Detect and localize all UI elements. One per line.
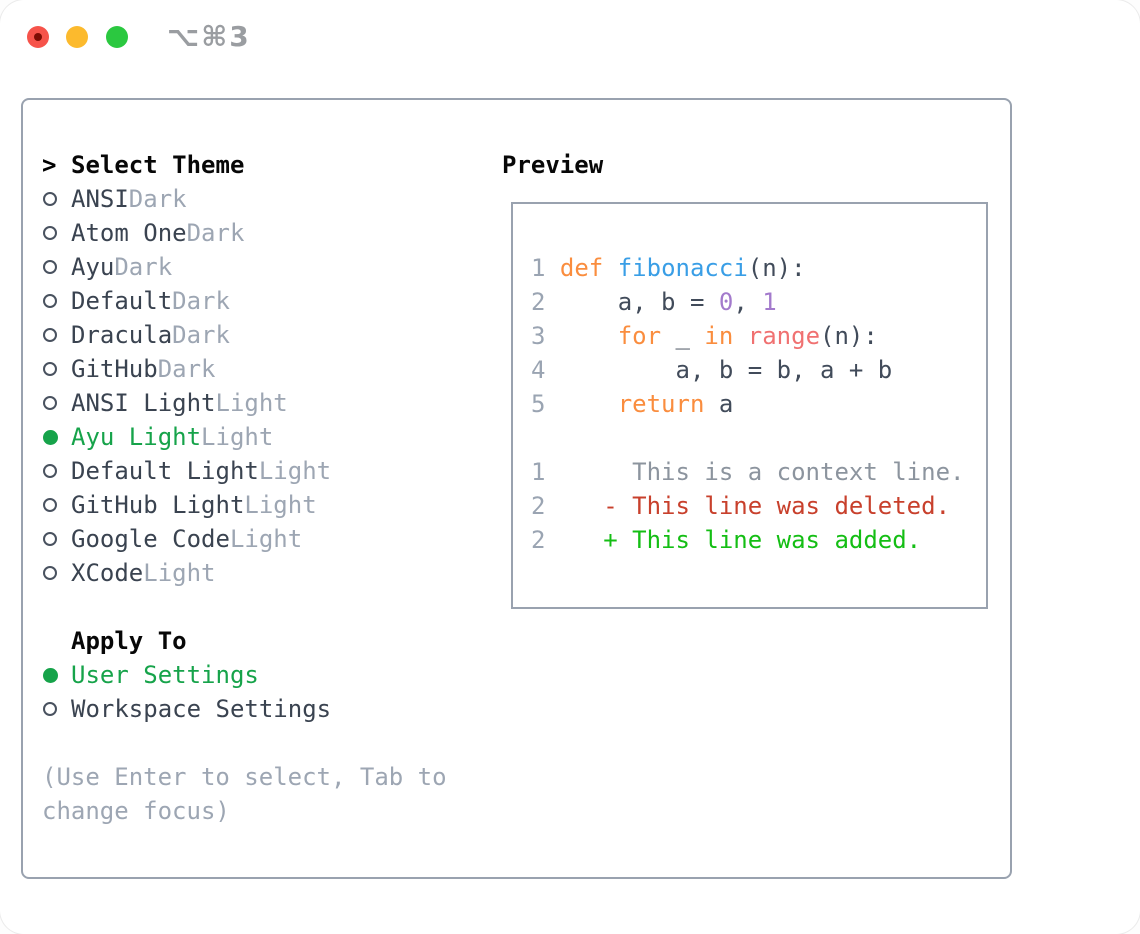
preview-code-line: 3 for _ in range(n): (531, 322, 878, 350)
section-title-preview: Preview (502, 151, 604, 179)
close-button[interactable] (27, 26, 49, 48)
radio-icon (43, 328, 57, 342)
titlebar: ⌥⌘3 (0, 0, 1140, 74)
radio-icon (43, 532, 57, 546)
theme-item[interactable]: Default Light Light (42, 454, 447, 488)
focus-prompt-icon: > (42, 151, 57, 179)
option-label: Google Code (71, 525, 230, 553)
option-variant-label: Dark (114, 253, 173, 281)
theme-item[interactable]: ANSI Light Light (42, 386, 447, 420)
theme-item[interactable]: Ayu Dark (42, 250, 447, 284)
option-label: Workspace Settings (71, 695, 332, 723)
hint-line-1: (Use Enter to select, Tab to (42, 763, 447, 791)
spacer-row (42, 590, 447, 624)
option-variant-label: Dark (172, 287, 230, 315)
theme-item[interactable]: XCode Light (42, 556, 447, 590)
preview-header: Preview (502, 148, 603, 182)
apply-option[interactable]: User Settings (42, 658, 447, 692)
zoom-button[interactable] (106, 26, 128, 48)
option-label: Default (71, 287, 173, 315)
option-variant-label: Light (215, 389, 288, 417)
option-label: User Settings (71, 661, 259, 689)
option-variant-label: Dark (157, 355, 216, 383)
radio-icon (43, 702, 57, 716)
preview-code-line: 1 This is a context line. (531, 458, 965, 486)
radio-icon (43, 260, 57, 274)
preview-code-line: 2 - This line was deleted. (531, 492, 951, 520)
radio-icon (43, 226, 57, 240)
theme-item[interactable]: GitHub Dark (42, 352, 447, 386)
option-label: ANSI Light (71, 389, 216, 417)
option-variant-label: Light (201, 423, 274, 451)
option-label: Atom One (71, 219, 187, 247)
theme-item[interactable]: Ayu Light Light (42, 420, 447, 454)
preview-code: 1 def fibonacci(n): 2 a, b = 0, 1 3 for _ … (531, 251, 964, 557)
option-variant-label: Light (258, 457, 332, 485)
option-variant-label: Dark (186, 219, 245, 247)
radio-icon (43, 362, 57, 376)
section-title-apply-to: Apply To (71, 627, 187, 655)
option-label: XCode (71, 559, 144, 587)
minimize-button[interactable] (66, 26, 88, 48)
option-label: Ayu (71, 253, 115, 281)
option-label: GitHub (71, 355, 158, 383)
radio-icon (43, 396, 57, 410)
theme-item[interactable]: Google Code Light (42, 522, 447, 556)
spacer-row (42, 726, 447, 760)
selected-radio-icon (43, 429, 58, 445)
radio-icon (43, 464, 57, 478)
option-label: Default Light (71, 457, 259, 485)
theme-item[interactable]: ANSI Dark (42, 182, 447, 216)
theme-item[interactable]: Atom One Dark (42, 216, 447, 250)
preview-code-line (531, 421, 964, 455)
option-label: Ayu Light (71, 423, 202, 451)
apply-to-header: Apply To (42, 624, 447, 658)
hint-line-2: change focus) (42, 797, 230, 825)
option-label: ANSI (71, 185, 129, 213)
radio-icon (43, 294, 57, 308)
radio-icon (43, 498, 57, 512)
window-shortcut-label: ⌥⌘3 (167, 20, 251, 53)
option-variant-label: Light (143, 559, 216, 587)
option-variant-label: Light (229, 525, 303, 553)
option-variant-label: Dark (128, 185, 187, 213)
option-variant-label: Light (244, 491, 317, 519)
radio-icon (43, 566, 57, 580)
theme-item[interactable]: GitHub Light Light (42, 488, 447, 522)
preview-code-line: 1 def fibonacci(n): (531, 254, 806, 282)
option-variant-label: Dark (172, 321, 230, 349)
preview-code-line: 4 a, b = b, a + b (531, 356, 893, 384)
radio-icon (43, 192, 57, 206)
preview-pane: 1 def fibonacci(n): 2 a, b = 0, 1 3 for _ … (511, 202, 988, 609)
preview-code-line: 2 a, b = 0, 1 (531, 288, 777, 316)
apply-option[interactable]: Workspace Settings (42, 692, 447, 726)
theme-item[interactable]: Default Dark (42, 284, 447, 318)
preview-code-line: 2 + This line was added. (531, 526, 922, 554)
option-label: GitHub Light (71, 491, 245, 519)
preview-code-line: 5 return a (531, 390, 734, 418)
section-title-select-theme: Select Theme (71, 151, 245, 179)
option-label: Dracula (71, 321, 173, 349)
select-theme-header: > Select Theme (42, 148, 447, 182)
theme-item[interactable]: Dracula Dark (42, 318, 447, 352)
selected-radio-icon (43, 667, 58, 683)
